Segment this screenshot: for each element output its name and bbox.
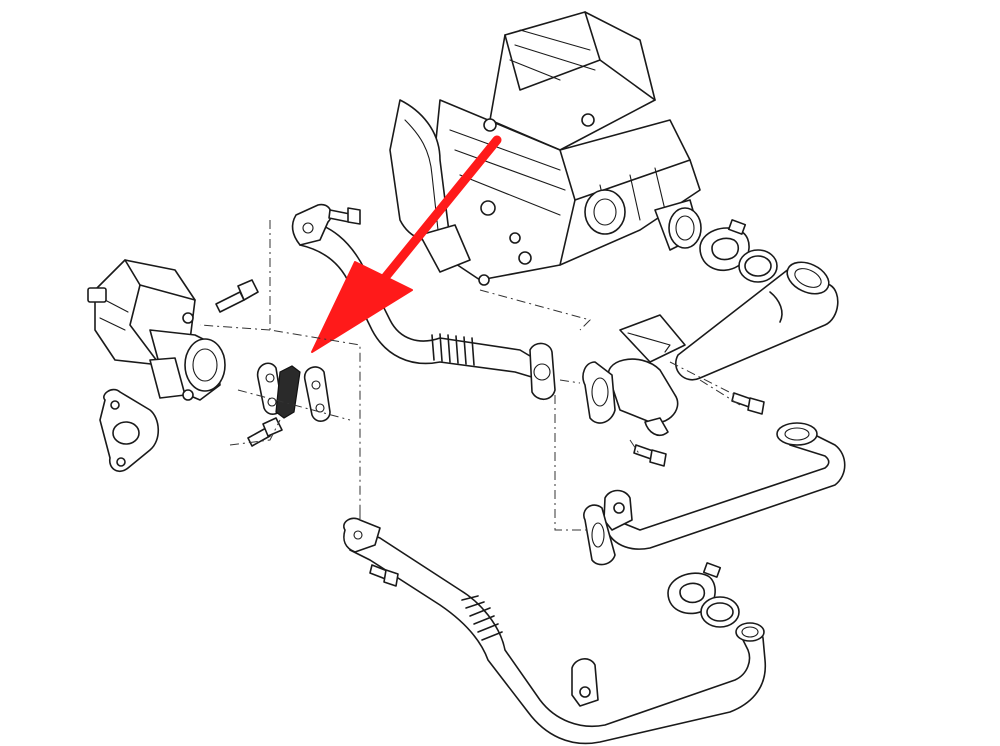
egr-valve	[87, 259, 226, 401]
valve-mounting-gasket	[99, 388, 160, 473]
valve-lower-bolt	[247, 417, 283, 447]
flex-pipe-to-head	[291, 203, 556, 401]
assembly-guide-lines	[199, 220, 741, 531]
elbow-bolt-right	[731, 392, 765, 415]
lower-pipe-bolt	[369, 564, 399, 587]
upper-o-ring	[738, 249, 778, 283]
flange-bolt-top	[328, 207, 361, 225]
egr-valve-gasket	[275, 365, 301, 419]
flex-bellows-lower	[461, 595, 503, 641]
engine-cylinder-head	[389, 11, 702, 286]
lower-o-ring	[700, 596, 740, 628]
valve-upper-bolt	[215, 279, 259, 313]
elbow-bolt-lower	[633, 444, 667, 467]
egr-elbow-fitting	[582, 314, 686, 437]
flex-bellows-upper	[431, 333, 475, 366]
upper-pipe-clamp	[699, 219, 750, 272]
highlight-arrow	[311, 135, 502, 353]
egr-valve-gasket-set	[256, 362, 331, 422]
right-return-pipe	[583, 422, 846, 566]
lower-pipe-clamp	[667, 562, 722, 615]
lower-flex-pipe	[343, 517, 766, 745]
upper-egr-pipe	[675, 261, 839, 381]
